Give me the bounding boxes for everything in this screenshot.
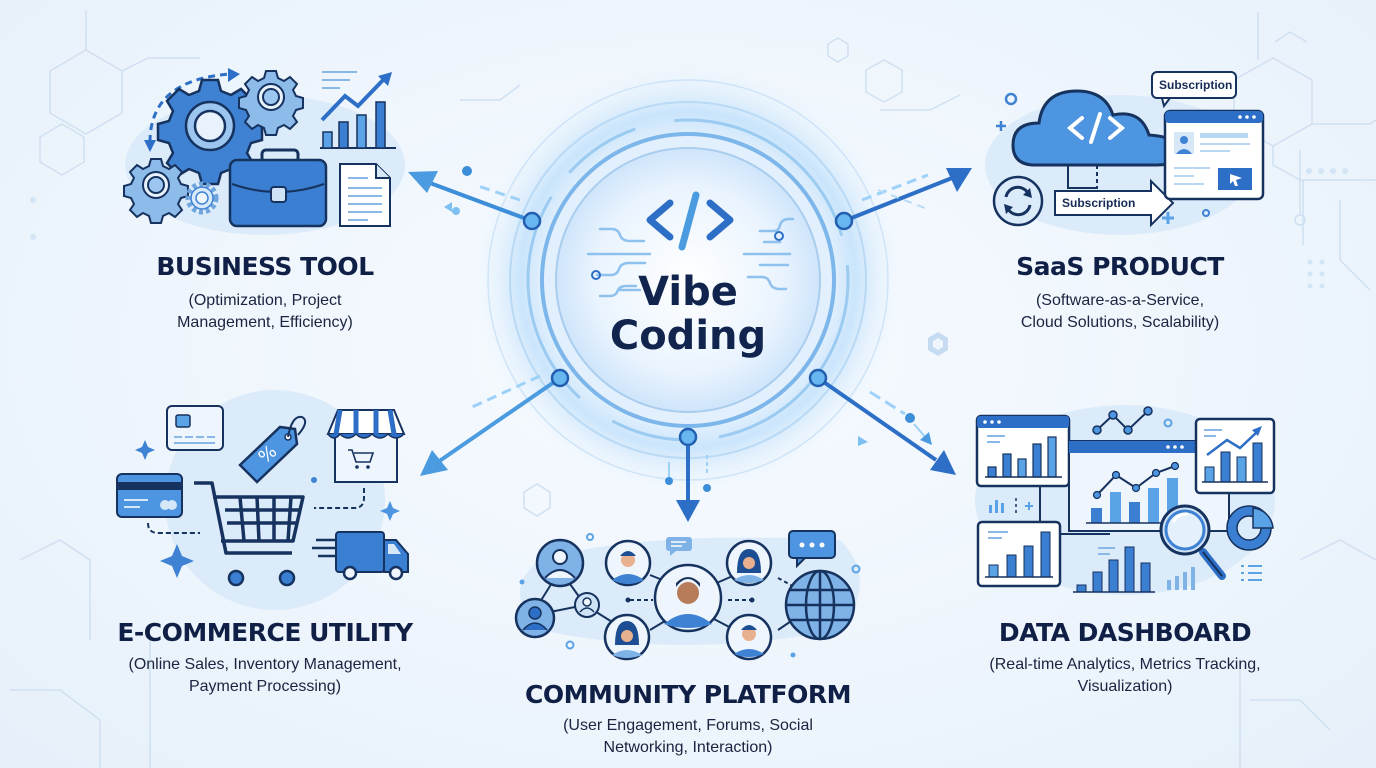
- dashboard-window-icon: [1194, 417, 1276, 495]
- saas-product-subtitle-line1: (Software-as-a-Service,: [1035, 292, 1205, 309]
- chat-bubble-icon: [1151, 71, 1237, 109]
- price-tag-icon: %: [238, 415, 307, 484]
- delivery-truck-icon: [312, 531, 409, 581]
- data-dashboard-subtitle-line2: Visualization): [1077, 678, 1173, 695]
- user-avatar-icon: [653, 563, 723, 633]
- code-brackets-icon: [646, 191, 734, 251]
- cloud-code-icon: [1011, 89, 1181, 167]
- gear-icon: [238, 70, 304, 136]
- bar-chart-icon: [1091, 478, 1178, 523]
- gear-icon: [185, 181, 219, 215]
- sync-icon: [992, 175, 1044, 227]
- document-icon: [339, 163, 391, 227]
- user-avatar-icon: [725, 613, 773, 661]
- credit-card-icon: [166, 405, 224, 451]
- business-tool-subtitle-line1: (Optimization, Project: [188, 292, 342, 309]
- user-avatar-icon: [604, 539, 652, 587]
- magnifier-icon: [1159, 504, 1226, 580]
- shopping-cart-icon: [194, 481, 305, 555]
- e-commerce-utility-subtitle-line1: (Online Sales, Inventory Management,: [128, 656, 402, 673]
- e-commerce-utility-subtitle-line2: Payment Processing): [188, 678, 342, 695]
- community-platform-subtitle-line2: Networking, Interaction): [603, 739, 773, 756]
- briefcase-icon: [228, 148, 328, 228]
- dashboard-window-icon: [975, 414, 1071, 488]
- saas-product-subtitle-line2: Cloud Solutions, Scalability): [1020, 314, 1220, 331]
- storefront-icon: [326, 409, 406, 483]
- browser-window-icon: [1163, 109, 1265, 201]
- user-avatar-icon: [535, 538, 585, 588]
- user-avatar-icon: [603, 613, 651, 661]
- arrow-to-e-commerce-utility: [420, 368, 570, 476]
- user-avatar-icon: [514, 597, 556, 639]
- subscription-arrow-label: Subscription: [1062, 196, 1136, 210]
- pie-chart-icon: [1226, 505, 1274, 551]
- arrow-to-saas-product: [834, 168, 972, 231]
- cycle-arrow-icon: [148, 72, 231, 143]
- community-platform-title: COMMUNITY PLATFORM: [525, 680, 851, 709]
- gear-icon: [123, 158, 189, 224]
- community-platform-subtitle-line1: (User Engagement, Forums, Social: [563, 717, 813, 734]
- arrow-to-business-tool: [408, 166, 542, 231]
- business-tool-subtitle-line2: Management, Efficiency): [177, 314, 353, 331]
- user-avatar-icon: [574, 592, 600, 618]
- bar-chart-trend-icon: [320, 71, 396, 149]
- gear-icon: [156, 78, 264, 186]
- saas-product-title: SaaS PRODUCT: [1016, 252, 1224, 281]
- dashboard-window-icon: [976, 520, 1062, 588]
- subscription-bubble-label: Subscription: [1159, 78, 1233, 92]
- data-dashboard-title: DATA DASHBOARD: [998, 618, 1252, 647]
- chat-bubble-icon: [788, 530, 836, 569]
- arrow-right-icon: [1054, 178, 1175, 228]
- center-title-line1: Vibe: [638, 269, 738, 315]
- user-avatar-icon: [725, 539, 773, 587]
- globe-icon: [784, 569, 856, 641]
- data-dashboard-subtitle-line1: (Real-time Analytics, Metrics Tracking,: [989, 656, 1261, 673]
- credit-card-icon: [116, 473, 183, 518]
- chat-bubble-icon: [666, 537, 692, 556]
- arrow-to-data-dashboard: [808, 368, 956, 475]
- center-title-line2: Coding: [609, 313, 767, 359]
- arrow-to-community-platform: [665, 427, 711, 522]
- e-commerce-utility-title: E-COMMERCE UTILITY: [117, 618, 413, 647]
- line-chart-icon: [1092, 406, 1153, 435]
- business-tool-title: BUSINESS TOOL: [156, 252, 374, 281]
